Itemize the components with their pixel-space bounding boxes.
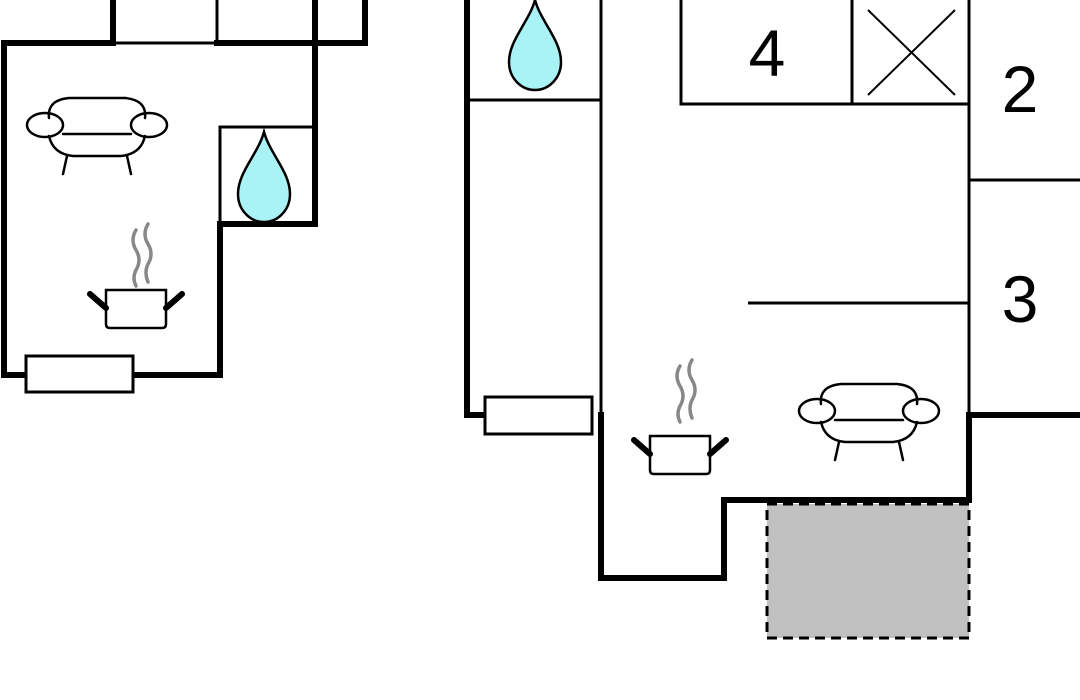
left-unit	[1, 0, 368, 394]
right-unit: 4 2 3	[464, 0, 1080, 640]
radiator-icon	[24, 354, 135, 394]
water-drop-icon	[507, 0, 563, 92]
sofa-icon	[25, 96, 169, 176]
cooking-pot-icon	[90, 290, 182, 328]
cooking-pot-icon	[634, 436, 726, 474]
sofa-icon	[797, 382, 941, 462]
water-drop-icon	[236, 130, 292, 224]
terrace	[765, 502, 971, 640]
room-label-2: 2	[1002, 52, 1039, 126]
stairs-icon	[867, 9, 956, 96]
room-label-4: 4	[749, 16, 786, 90]
steam-icon	[131, 222, 153, 288]
steam-icon	[675, 358, 697, 424]
room-label-3: 3	[1002, 262, 1039, 336]
radiator-icon	[483, 395, 594, 436]
